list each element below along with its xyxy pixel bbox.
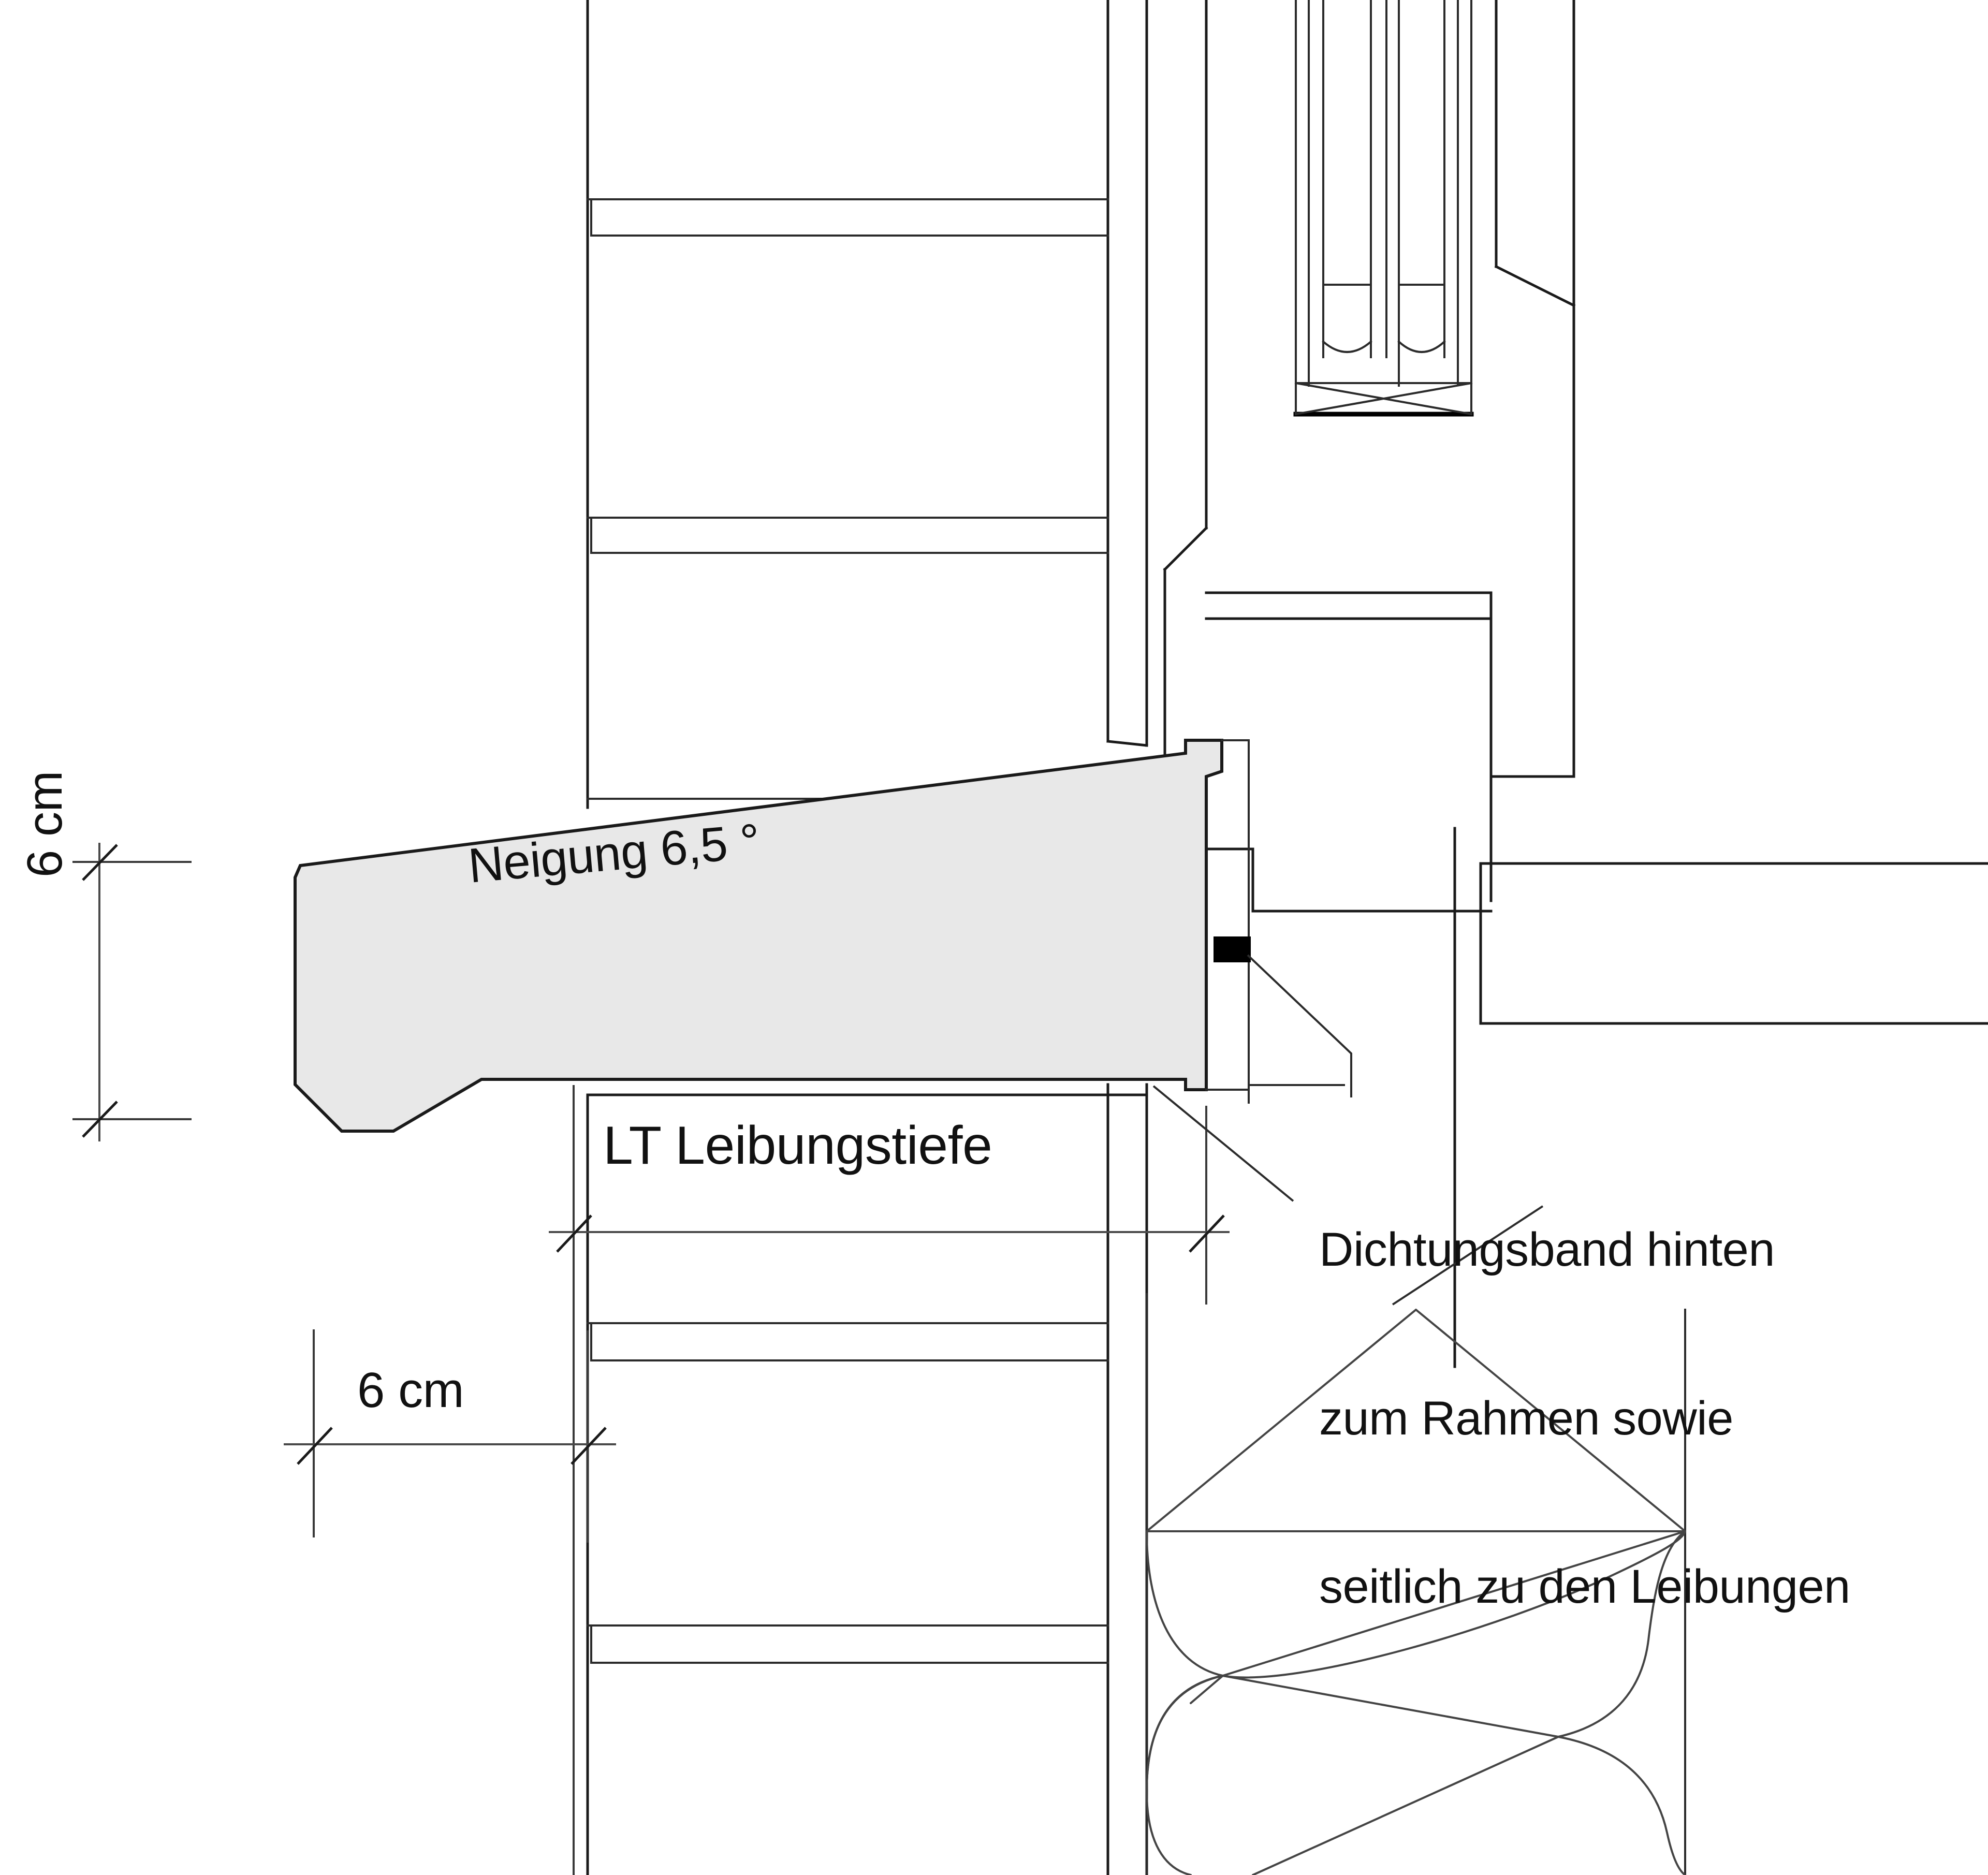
window-sill [294,739,1250,1133]
plaster-layer [1106,0,1148,747]
dimension-label-leibungstiefe: LT Leibungstiefe [603,1116,992,1176]
masonry-wall [586,0,1148,1875]
window-frame [1163,0,1576,913]
dimension-label-sill-height: 6 cm [17,770,72,877]
interior-floor-slab [1453,827,1988,1368]
sealing-tape-note: Dichtungsband hinten zum Rahmen sowie se… [1319,1109,1850,1727]
dimension-label-sill-overhang: 6 cm [357,1363,464,1418]
insulating-glazing-unit [1293,0,1474,417]
sealing-tape-note-line-3: seitlich zu den Leibungen [1319,1560,1850,1614]
sealing-tape-note-line-1: Dichtungsband hinten [1319,1223,1775,1277]
dimension-sill-height [72,843,192,1141]
sealing-tape-note-line-2: zum Rahmen sowie [1319,1391,1733,1445]
dimension-sill-overhang [284,1329,616,1543]
dimension-leibungstiefe [549,1085,1230,1875]
sealing-tape [1214,936,1251,962]
thermal-insulation [1146,1293,1686,1875]
leader-lines [1152,954,1544,1306]
